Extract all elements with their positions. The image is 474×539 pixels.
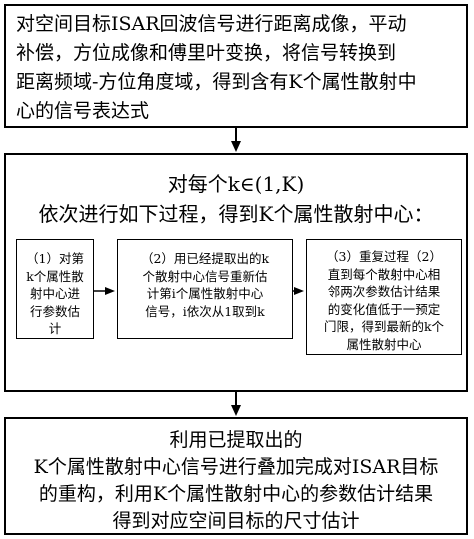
step1-box: 对空间目标ISAR回波信号进行距离成像，平动 补偿，方位成像和傅里叶变换，将信号… (4, 4, 468, 128)
arrowhead-step2-to-step3 (231, 405, 241, 416)
arrowhead-sub1-to-sub2 (105, 287, 115, 295)
step3-box: 利用已提取出的 K个属性散射中心信号进行叠加完成对ISAR目标 的重构，利用K个… (4, 417, 468, 535)
arrowhead-sub2-to-sub3 (294, 287, 304, 295)
step3-text: 利用已提取出的 K个属性散射中心信号进行叠加完成对ISAR目标 的重构，利用K个… (33, 429, 439, 532)
step2-heading-line1: 对每个k∈(1,K) (167, 172, 305, 196)
substep1-box: （1）对第 k个属性散 射中心进 行参数估 计 (16, 239, 94, 339)
step1-text: 对空间目标ISAR回波信号进行距离成像，平动 补偿，方位成像和傅里叶变换，将信号… (16, 13, 417, 122)
arrowhead-step1-to-step2 (231, 141, 241, 152)
step2-box: 对每个k∈(1,K) 依次进行如下过程，得到K个属性散射中心： （1）对第 k个… (4, 153, 468, 392)
step2-heading: 对每个k∈(1,K) 依次进行如下过程，得到K个属性散射中心： (6, 169, 466, 229)
substep3-box: （3）重复过程（2） 直到每个散射中心相 邻两次参数估计结果 的变化值低于一预定… (306, 239, 462, 355)
step2-heading-line2: 依次进行如下过程，得到K个属性散射中心： (38, 202, 434, 226)
substep2-box: （2）用已经提取出的k 个散射中心信号重新估 计第i个属性散射中心 信号，i依次… (117, 239, 293, 339)
